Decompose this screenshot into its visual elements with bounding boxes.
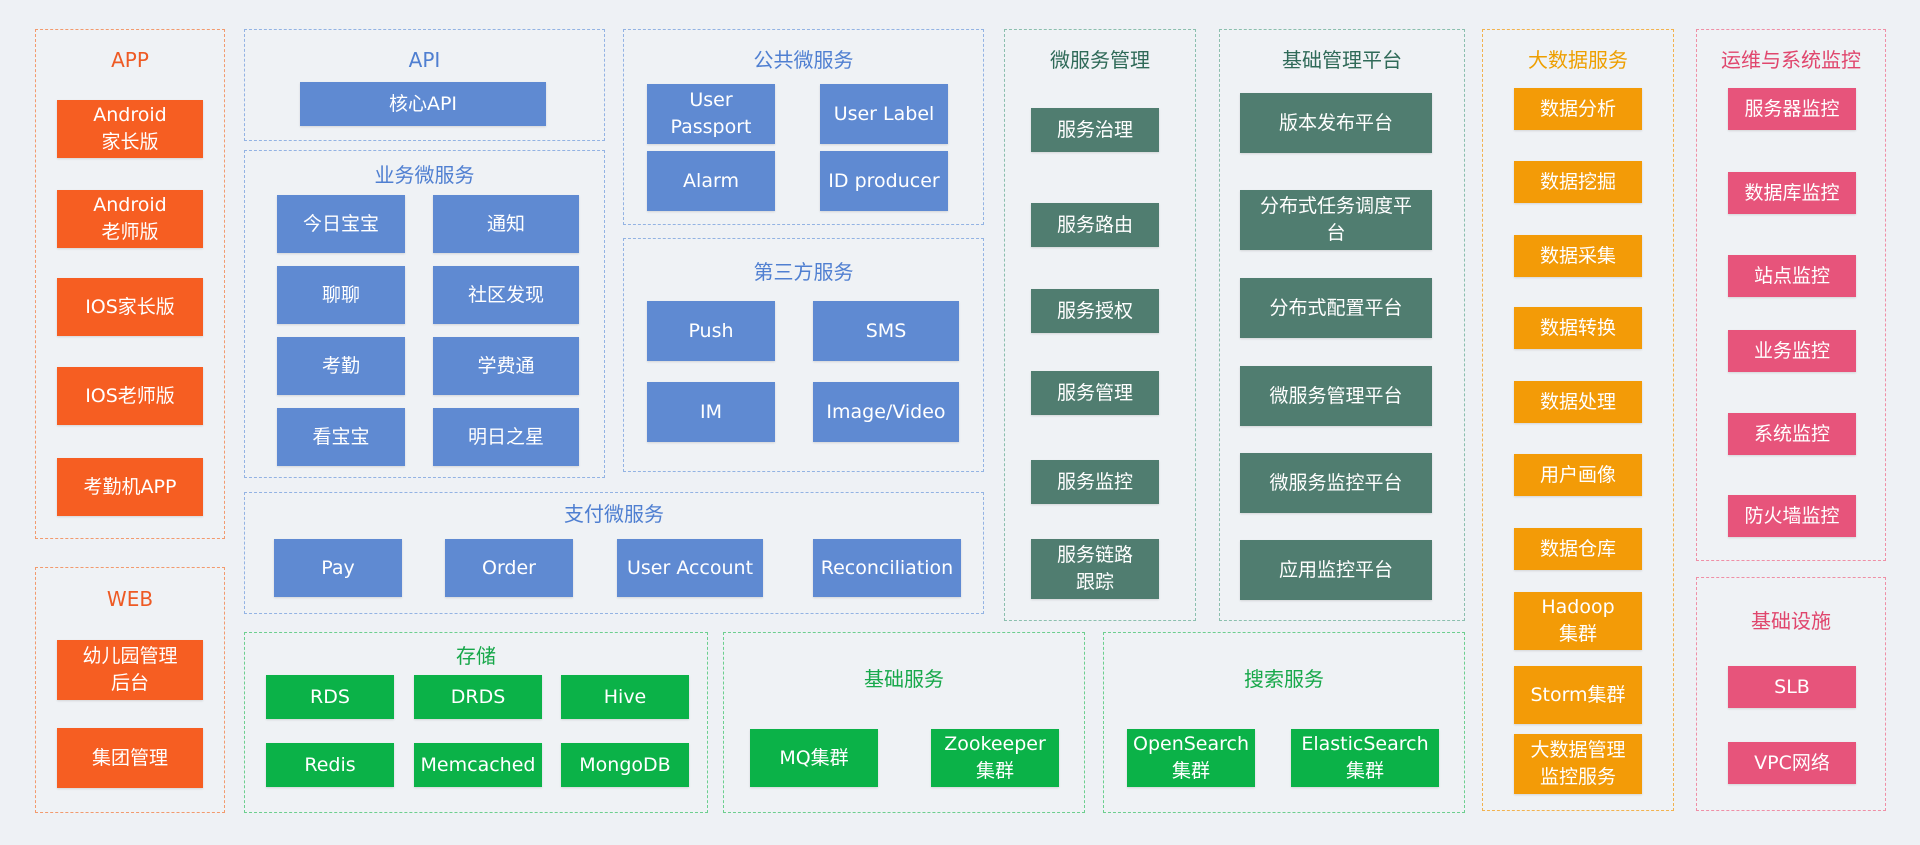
msm-authorization: 服务授权	[1031, 289, 1159, 333]
web-kindergarten-admin: 幼儿园管理 后台	[57, 640, 203, 700]
pub-alarm: Alarm	[647, 151, 775, 211]
group-title-app: APP	[111, 48, 149, 72]
group-microservice-mgmt: 微服务管理 服务治理 服务路由 服务授权 服务管理 服务监控 服务链路 跟踪	[1004, 29, 1196, 621]
group-title-third-party: 第三方服务	[753, 260, 854, 284]
storage-rds: RDS	[266, 675, 394, 719]
group-search: 搜索服务 OpenSearch 集群 ElasticSearch 集群	[1103, 632, 1465, 813]
msm-tracing: 服务链路 跟踪	[1031, 539, 1159, 599]
biz-attendance: 考勤	[277, 337, 405, 395]
third-sms: SMS	[813, 301, 959, 361]
platform-config: 分布式配置平台	[1240, 278, 1432, 338]
group-basic-services: 基础服务 MQ集群 Zookeeper 集群	[723, 632, 1085, 813]
group-title-bigdata: 大数据服务	[1528, 48, 1628, 72]
msm-monitoring: 服务监控	[1031, 460, 1159, 504]
ops-db-monitoring: 数据库监控	[1728, 172, 1856, 214]
group-public: 公共微服务 User Passport User Label Alarm ID …	[623, 29, 984, 225]
group-title-api: API	[408, 48, 441, 72]
msm-governance: 服务治理	[1031, 108, 1159, 152]
platform-app-monitoring: 应用监控平台	[1240, 540, 1432, 600]
group-payment: 支付微服务 Pay Order User Account Reconciliat…	[244, 492, 984, 614]
pub-user-label: User Label	[820, 84, 948, 144]
bigdata-warehouse: 数据仓库	[1514, 528, 1642, 570]
group-title-public: 公共微服务	[753, 48, 854, 72]
group-title-storage: 存储	[456, 644, 496, 668]
bigdata-storm: Storm集群	[1514, 666, 1642, 724]
storage-memcached: Memcached	[414, 743, 542, 787]
group-title-infrastructure: 基础设施	[1751, 609, 1831, 633]
group-web: WEB 幼儿园管理 后台 集团管理	[35, 567, 225, 813]
bigdata-processing: 数据处理	[1514, 381, 1642, 423]
biz-watch-baby: 看宝宝	[277, 408, 405, 466]
app-ios-teacher: IOS老师版	[57, 367, 203, 425]
biz-tuition: 学费通	[433, 337, 579, 395]
ops-system-monitoring: 系统监控	[1728, 413, 1856, 455]
app-attendance-machine: 考勤机APP	[57, 458, 203, 516]
api-core: 核心API	[300, 82, 546, 126]
storage-redis: Redis	[266, 743, 394, 787]
biz-tomorrow-star: 明日之星	[433, 408, 579, 466]
pay-pay: Pay	[274, 539, 402, 597]
app-android-teacher: Android 老师版	[57, 190, 203, 248]
group-title-basic-services: 基础服务	[864, 667, 944, 691]
pub-user-passport: User Passport	[647, 84, 775, 144]
third-push: Push	[647, 301, 775, 361]
group-base-platform: 基础管理平台 版本发布平台 分布式任务调度平 台 分布式配置平台 微服务管理平台…	[1219, 29, 1465, 621]
bigdata-collection: 数据采集	[1514, 235, 1642, 277]
group-title-search: 搜索服务	[1244, 667, 1324, 691]
infra-slb: SLB	[1728, 666, 1856, 708]
platform-ms-monitoring: 微服务监控平台	[1240, 453, 1432, 513]
biz-notification: 通知	[433, 195, 579, 253]
bigdata-hadoop: Hadoop 集群	[1514, 592, 1642, 650]
group-storage: 存储 RDS DRDS Hive Redis Memcached MongoDB	[244, 632, 708, 813]
basic-zookeeper-cluster: Zookeeper 集群	[931, 729, 1059, 787]
platform-task-scheduler: 分布式任务调度平 台	[1240, 190, 1432, 250]
group-title-web: WEB	[106, 587, 154, 611]
search-opensearch: OpenSearch 集群	[1127, 729, 1255, 787]
infra-vpc: VPC网络	[1728, 742, 1856, 784]
storage-drds: DRDS	[414, 675, 542, 719]
storage-hive: Hive	[561, 675, 689, 719]
msm-management: 服务管理	[1031, 371, 1159, 415]
biz-community: 社区发现	[433, 266, 579, 324]
third-image-video: Image/Video	[813, 382, 959, 442]
biz-chat: 聊聊	[277, 266, 405, 324]
basic-mq-cluster: MQ集群	[750, 729, 878, 787]
bigdata-user-profile: 用户画像	[1514, 454, 1642, 496]
group-ops-monitoring: 运维与系统监控 服务器监控 数据库监控 站点监控 业务监控 系统监控 防火墙监控	[1696, 29, 1886, 561]
web-group-management: 集团管理	[57, 728, 203, 788]
bigdata-analysis: 数据分析	[1514, 88, 1642, 130]
ops-business-monitoring: 业务监控	[1728, 330, 1856, 372]
app-ios-parent: IOS家长版	[57, 278, 203, 336]
pay-user-account: User Account	[617, 539, 763, 597]
msm-routing: 服务路由	[1031, 203, 1159, 247]
bigdata-mining: 数据挖掘	[1514, 161, 1642, 203]
ops-server-monitoring: 服务器监控	[1728, 88, 1856, 130]
biz-today-baby: 今日宝宝	[277, 195, 405, 253]
platform-ms-management: 微服务管理平台	[1240, 366, 1432, 426]
platform-release: 版本发布平台	[1240, 93, 1432, 153]
group-title-ops-monitoring: 运维与系统监控	[1721, 48, 1861, 72]
group-title-microservice-mgmt: 微服务管理	[1050, 48, 1150, 72]
storage-mongodb: MongoDB	[561, 743, 689, 787]
pub-id-producer: ID producer	[820, 151, 948, 211]
ops-site-monitoring: 站点监控	[1728, 255, 1856, 297]
third-im: IM	[647, 382, 775, 442]
search-elasticsearch: ElasticSearch 集群	[1291, 729, 1439, 787]
group-bigdata: 大数据服务 数据分析 数据挖掘 数据采集 数据转换 数据处理 用户画像 数据仓库…	[1482, 29, 1674, 811]
group-api: API 核心API	[244, 29, 605, 141]
bigdata-monitoring: 大数据管理 监控服务	[1514, 734, 1642, 794]
group-app: APP Android 家长版 Android 老师版 IOS家长版 IOS老师…	[35, 29, 225, 539]
group-title-business: 业务微服务	[374, 163, 475, 187]
pay-reconciliation: Reconciliation	[813, 539, 961, 597]
ops-firewall-monitoring: 防火墙监控	[1728, 495, 1856, 537]
group-third-party: 第三方服务 Push SMS IM Image/Video	[623, 238, 984, 472]
group-title-base-platform: 基础管理平台	[1282, 48, 1402, 72]
group-title-payment: 支付微服务	[564, 502, 664, 526]
group-infrastructure: 基础设施 SLB VPC网络	[1696, 577, 1886, 811]
group-business: 业务微服务 今日宝宝 通知 聊聊 社区发现 考勤 学费通 看宝宝 明日之星	[244, 150, 605, 478]
bigdata-transform: 数据转换	[1514, 307, 1642, 349]
pay-order: Order	[445, 539, 573, 597]
app-android-parent: Android 家长版	[57, 100, 203, 158]
